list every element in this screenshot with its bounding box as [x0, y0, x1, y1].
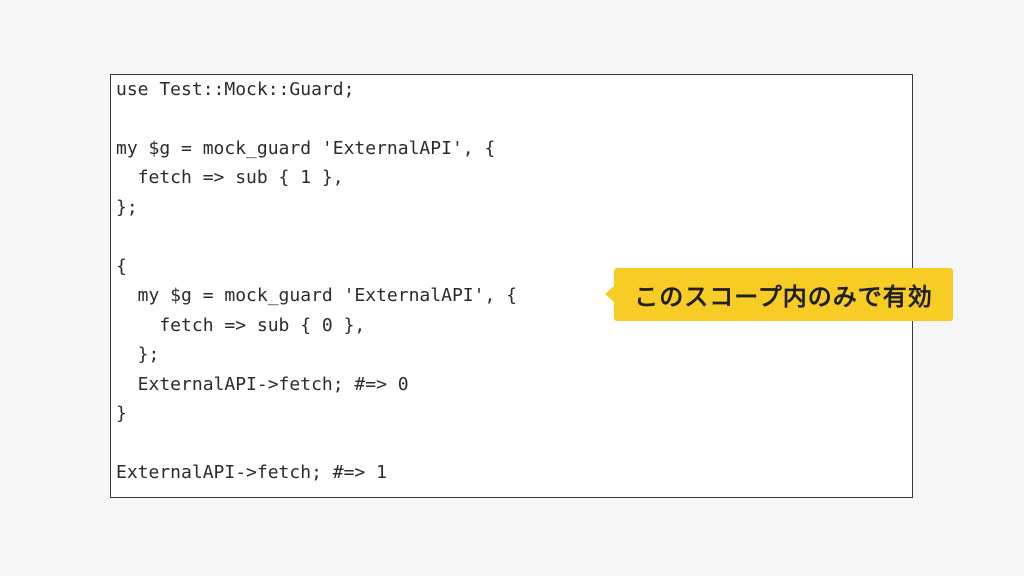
code-line-4: fetch => sub { 1 },: [116, 167, 344, 188]
code-line-14: ExternalAPI->fetch; #=> 1: [116, 462, 387, 483]
code-line-7: {: [116, 256, 127, 277]
code-line-1: use Test::Mock::Guard;: [116, 79, 355, 100]
code-line-3: my $g = mock_guard 'ExternalAPI', {: [116, 138, 496, 159]
code-line-11: ExternalAPI->fetch; #=> 0: [116, 374, 409, 395]
code-line-9: fetch => sub { 0 },: [116, 315, 366, 336]
scope-callout: このスコープ内のみで有効: [605, 268, 953, 321]
code-line-12: }: [116, 403, 127, 424]
code-line-10: };: [116, 344, 160, 365]
callout-label: このスコープ内のみで有効: [634, 283, 933, 311]
callout-pointer: [605, 286, 614, 302]
code-line-8: my $g = mock_guard 'ExternalAPI', {: [116, 285, 517, 306]
code-line-5: };: [116, 197, 138, 218]
